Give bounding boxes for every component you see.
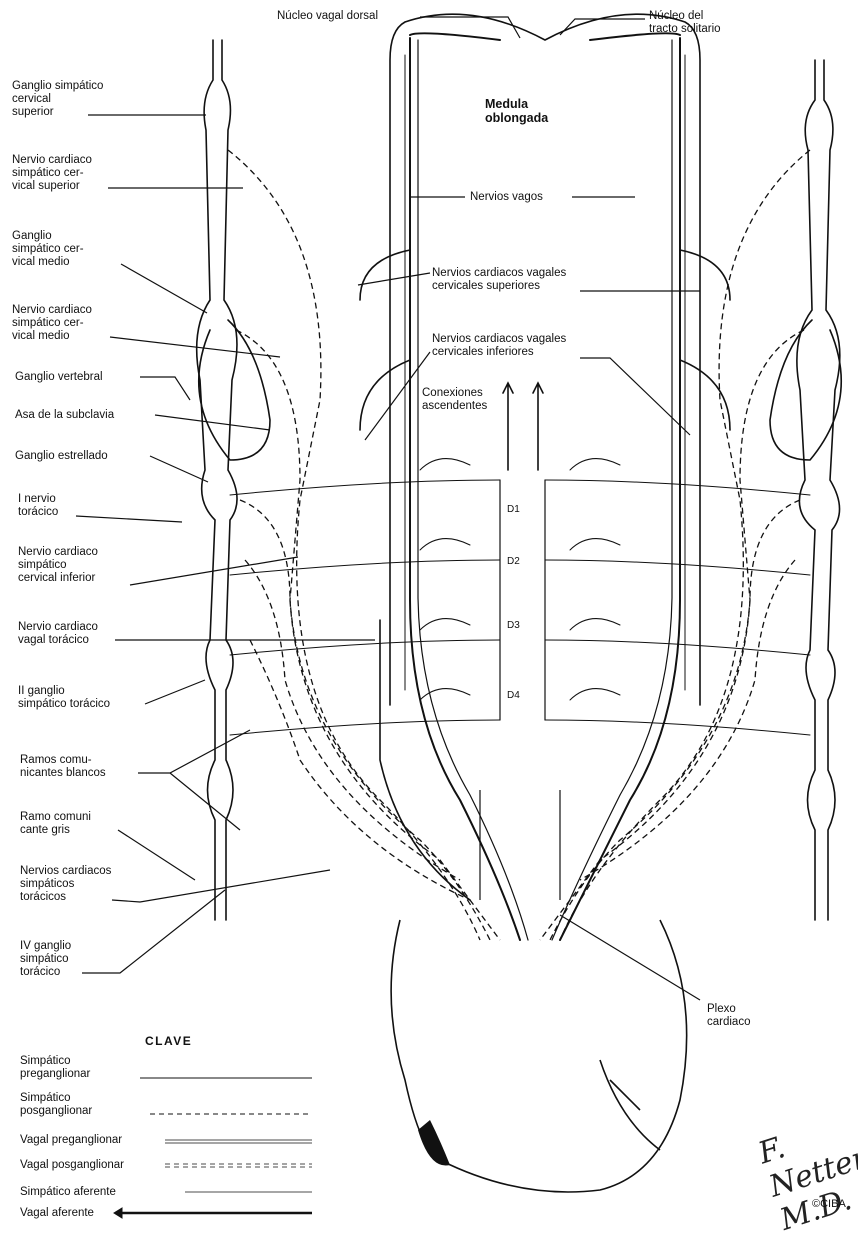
label-ganglio-estrellado: Ganglio estrellado — [15, 450, 108, 463]
segment-d1: D1 — [507, 504, 520, 515]
segment-d2: D2 — [507, 556, 520, 567]
label-ganglio-cervical-medio: Ganglio simpático cer- vical medio — [12, 230, 84, 269]
vagus-right — [560, 33, 680, 940]
segment-d3: D3 — [507, 620, 520, 631]
label-nervio-vagal-toracico: Nervio cardiaco vagal torácico — [18, 621, 98, 647]
label-ganglio-cervical-superior: Ganglio simpático cervical superior — [12, 80, 103, 119]
vagus-right-b — [552, 40, 672, 940]
segment-d4: D4 — [507, 690, 520, 701]
label-nervios-vagos: Nervios vagos — [470, 191, 543, 204]
label-nucleo-vagal-dorsal: Núcleo vagal dorsal — [277, 10, 378, 23]
key-item-simpatico-aferente: Simpático aferente — [20, 1186, 116, 1199]
label-vagales-inferiores: Nervios cardiacos vagales cervicales inf… — [432, 333, 566, 359]
label-plexo-cardiaco: Plexo cardiaco — [707, 1003, 750, 1029]
key-item-vagal-pos: Vagal posganglionar — [20, 1159, 124, 1172]
label-vagales-superiores: Nervios cardiacos vagales cervicales sup… — [432, 267, 566, 293]
right-sympathetic-chain — [797, 60, 815, 920]
label-conexiones-ascendentes: Conexiones ascendentes — [422, 387, 487, 413]
label-nervios-toracicos: Nervios cardiacos simpáticos torácicos — [20, 865, 111, 904]
key-title: CLAVE — [145, 1034, 192, 1048]
vagus-left-b — [418, 40, 528, 940]
key-item-simpatico-pre: Simpático preganglionar — [20, 1055, 90, 1081]
label-nervio-cervical-inferior: Nervio cardiaco simpático cervical infer… — [18, 546, 98, 585]
label-i-nervio-toracico: I nervio torácico — [18, 493, 58, 519]
label-nervio-cervical-superior: Nervio cardiaco simpático cer- vical sup… — [12, 154, 92, 193]
copyright-mark: ©CIBA — [812, 1198, 846, 1210]
label-ganglio-vertebral: Ganglio vertebral — [15, 371, 103, 384]
label-nervio-cervical-medio: Nervio cardiaco simpático cer- vical med… — [12, 304, 92, 343]
left-sympathetic-chain — [197, 40, 215, 920]
label-ii-ganglio-toracico: II ganglio simpático torácico — [18, 685, 110, 711]
label-iv-ganglio-toracico: IV ganglio simpático torácico — [20, 940, 71, 979]
label-asa-subclavia: Asa de la subclavia — [15, 409, 114, 422]
key-item-simpatico-pos: Simpático posganglionar — [20, 1092, 92, 1118]
label-medula-oblongada: Medula oblongada — [485, 97, 548, 125]
label-ramos-blancos: Ramos comu- nicantes blancos — [20, 754, 106, 780]
key-item-vagal-pre: Vagal preganglionar — [20, 1134, 122, 1147]
label-ramo-gris: Ramo comuni cante gris — [20, 811, 91, 837]
key-item-vagal-aferente: Vagal aferente — [20, 1207, 94, 1220]
label-nucleo-tracto-solitario: Núcleo del tracto solitario — [649, 10, 721, 36]
vagus-left — [410, 33, 520, 940]
